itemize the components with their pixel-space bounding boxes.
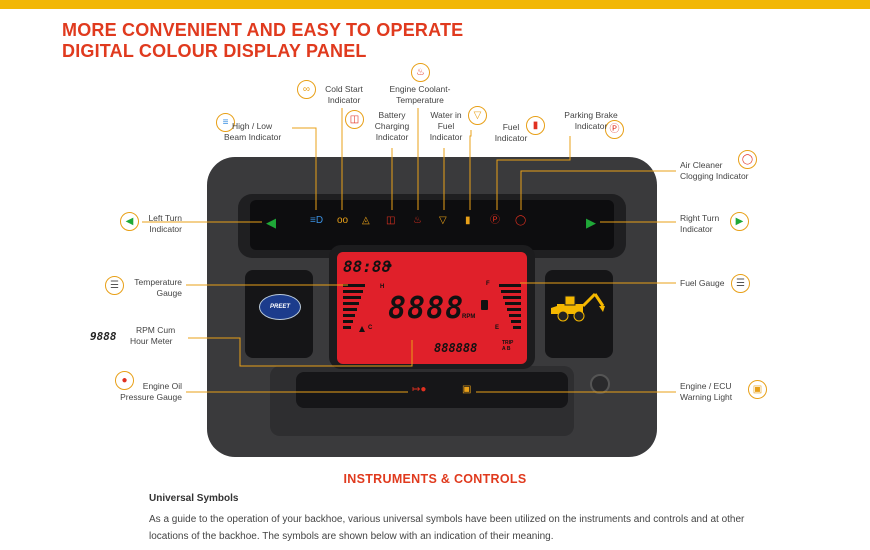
lcd-rpm-readout: 8888 bbox=[388, 291, 465, 326]
lcd-gauge-bars bbox=[343, 284, 521, 332]
lcd-rpm-unit: RPM bbox=[462, 314, 476, 320]
lcd-hour-meter: 888888 bbox=[434, 341, 478, 355]
label-line: RPM Cum bbox=[136, 325, 176, 335]
label-line: Indicator bbox=[494, 133, 528, 143]
label-line: Indicator bbox=[574, 121, 608, 131]
label-line: Parking Brake bbox=[564, 110, 618, 120]
brand-logo: PREET bbox=[259, 294, 301, 320]
label-line: Indicator bbox=[429, 132, 463, 142]
battery-icon: ◫ bbox=[386, 215, 396, 226]
label-line: Indicator bbox=[680, 224, 713, 234]
cold-start-callout-icon: ∞ bbox=[297, 80, 316, 99]
label-line: Indicator bbox=[149, 224, 182, 234]
trip-label: TRIP bbox=[502, 340, 514, 346]
high-low-beam-icon: ≡D bbox=[310, 215, 324, 226]
parking-brake-icon: Ⓟ bbox=[490, 215, 500, 226]
lcd-clock: 88:88 bbox=[343, 257, 392, 276]
oil-pressure-icon: ↦● bbox=[412, 384, 427, 395]
fuel-gauge-callout-icon: ☰ bbox=[731, 274, 750, 293]
air-cleaner-callout-icon: ◯ bbox=[738, 150, 757, 169]
right-turn-callout-icon: ▶ bbox=[730, 212, 749, 231]
page-title-line-1: MORE CONVENIENT AND EASY TO OPERATE bbox=[62, 20, 464, 40]
label-line: Left Turn bbox=[148, 213, 182, 223]
fuel-full-mark: F bbox=[486, 281, 490, 287]
temp-cold-mark: C bbox=[368, 325, 373, 331]
high-low-beam-callout-icon: ≡ bbox=[216, 113, 235, 132]
fuel-icon: ▮ bbox=[465, 215, 471, 226]
lcd-screen bbox=[337, 252, 527, 364]
label-line: Gauge bbox=[156, 288, 182, 298]
label-line: Clogging Indicator bbox=[680, 171, 749, 181]
battery-callout-icon: ◫ bbox=[345, 110, 364, 129]
section-heading: INSTRUMENTS & CONTROLS bbox=[343, 472, 527, 486]
label-line: Indicator bbox=[327, 95, 361, 105]
label-line: Beam Indicator bbox=[224, 132, 282, 142]
clock-icon: ● bbox=[387, 260, 393, 270]
panel-knob[interactable] bbox=[590, 374, 610, 394]
section-title: Universal Symbols bbox=[149, 493, 239, 504]
water-in-fuel-callout-icon: ▽ bbox=[468, 106, 487, 125]
label-line: Air Cleaner bbox=[680, 160, 723, 170]
section-paragraph: As a guide to the operation of your back… bbox=[149, 514, 745, 542]
label-line: Warning Light bbox=[680, 392, 733, 402]
seat-belt-icon: ◬ bbox=[362, 215, 370, 226]
label-line: Engine Oil bbox=[142, 381, 182, 391]
water-in-fuel-icon: ▽ bbox=[439, 215, 447, 226]
top-accent-bar bbox=[0, 0, 870, 9]
label-line: Cold Start bbox=[325, 84, 363, 94]
label-line: Fuel bbox=[502, 122, 520, 132]
backhoe-icon bbox=[551, 292, 605, 322]
oil-pressure-callout-icon: ● bbox=[115, 371, 134, 390]
fuel-empty-mark: E bbox=[495, 325, 500, 331]
right-arrow-icon: ▶ bbox=[586, 215, 596, 230]
label-line: Fuel bbox=[437, 121, 455, 131]
label-line: Battery bbox=[378, 110, 406, 120]
coolant-callout-icon: ♨ bbox=[411, 63, 430, 82]
label-line: Right Turn bbox=[680, 213, 720, 223]
label-line: Engine Coolant- bbox=[389, 84, 451, 94]
engine-warning-icon: ▣ bbox=[462, 384, 472, 395]
label-line: Indicator bbox=[375, 132, 409, 142]
temperature-gauge-callout-icon: ☰ bbox=[105, 276, 124, 295]
label-line: Temperature bbox=[134, 277, 182, 287]
page-title-line-2: DIGITAL COLOUR DISPLAY PANEL bbox=[62, 41, 367, 61]
fuel-callout-icon: ▮ bbox=[526, 116, 545, 135]
rpm-sample-digits: 9888 bbox=[90, 330, 117, 343]
trip-ab-label: A B bbox=[502, 346, 511, 352]
label-line: Charging bbox=[374, 121, 410, 131]
left-arrow-icon: ◀ bbox=[266, 215, 276, 230]
indicator-strip bbox=[250, 200, 614, 250]
left-turn-callout-icon: ◀ bbox=[120, 212, 139, 231]
label-line: High / Low bbox=[232, 121, 273, 131]
coolant-temp-icon: ♨ bbox=[413, 215, 422, 226]
cold-start-icon: oo bbox=[337, 215, 349, 226]
label-line: Pressure Gauge bbox=[120, 392, 182, 402]
engine-warning-callout-icon: ▣ bbox=[748, 380, 767, 399]
lower-indicator-strip bbox=[296, 372, 568, 408]
label-line: Engine / ECU bbox=[680, 381, 732, 391]
parking-brake-callout-icon: Ⓟ bbox=[605, 120, 624, 139]
fuel-gauge-label: Fuel Gauge bbox=[680, 278, 725, 288]
label-line: Temperature bbox=[396, 95, 444, 105]
label-line: Water in bbox=[430, 110, 462, 120]
label-line: Hour Meter bbox=[130, 336, 173, 346]
coolant-temp-label: Engine Coolant-Temperature bbox=[382, 84, 458, 106]
temp-hot-mark: H bbox=[380, 284, 385, 290]
air-cleaner-icon: ◯ bbox=[515, 215, 527, 226]
